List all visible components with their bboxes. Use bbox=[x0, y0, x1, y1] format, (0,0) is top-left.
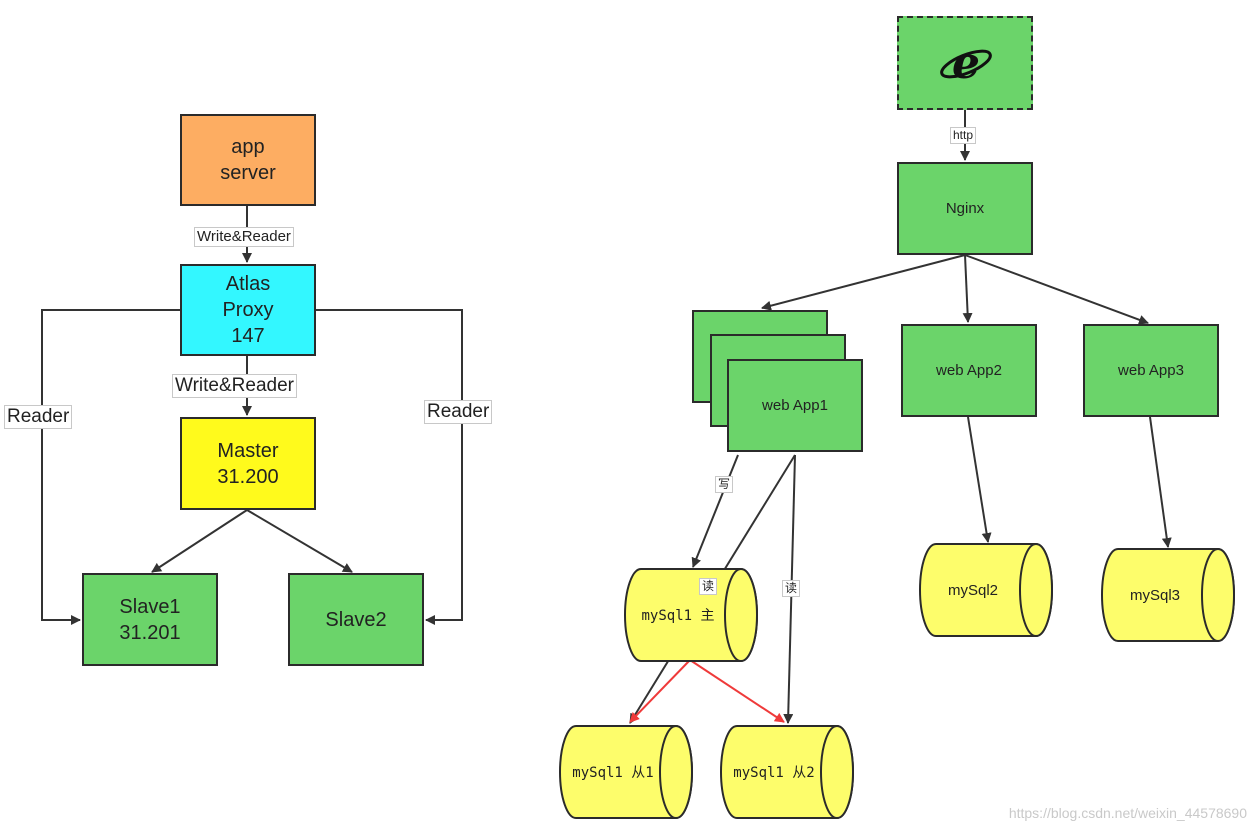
edge-label-reader-right: Reader bbox=[424, 400, 493, 424]
node-webapp3: web App3 bbox=[1083, 324, 1219, 417]
cylinder-label-mysql2: mySql2 bbox=[947, 581, 999, 599]
cylinder-mysql1-slave2 bbox=[720, 725, 854, 819]
edge-label-read-2: 读 bbox=[782, 580, 801, 597]
cylinder-mysql2 bbox=[919, 543, 1053, 637]
cylinder-mysql1-slave1 bbox=[559, 725, 693, 819]
watermark: https://blog.csdn.net/weixin_44578690 bbox=[1008, 805, 1247, 821]
edge-atlas-to-slave2 bbox=[315, 309, 463, 625]
edge-webapp3-to-mysql3 bbox=[1149, 416, 1172, 548]
node-webapp1: web App1 bbox=[727, 359, 863, 452]
cylinder-mysql3 bbox=[1101, 548, 1235, 642]
node-master: Master 31.200 bbox=[180, 417, 316, 510]
cylinder-label-mysql1-master: mySql1 主 bbox=[641, 608, 715, 624]
edge-nginx-to-webapp1 bbox=[761, 254, 966, 311]
edge-label-write-reader-1: Write&Reader bbox=[194, 227, 294, 247]
cylinder-label-mysql1-slave1: mySql1 从1 bbox=[572, 765, 654, 781]
node-slave2: Slave2 bbox=[288, 573, 424, 666]
edge-master-to-slave2 bbox=[246, 509, 353, 573]
edge-label-reader-left: Reader bbox=[4, 405, 73, 429]
edge-nginx-to-webapp3 bbox=[964, 254, 1149, 325]
edge-nginx-to-webapp2 bbox=[962, 254, 973, 323]
node-nginx: Nginx bbox=[897, 162, 1033, 255]
cylinder-mysql1-master bbox=[624, 568, 758, 662]
edge-label-write-reader-2: Write&Reader bbox=[172, 374, 297, 398]
node-slave1: Slave1 31.201 bbox=[82, 573, 218, 666]
node-app-server: app server bbox=[180, 114, 316, 206]
cylinder-label-mysql1-slave2: mySql1 从2 bbox=[733, 765, 815, 781]
edge-webapp1-write-mysql1 bbox=[691, 454, 739, 568]
edge-master-to-slave1 bbox=[151, 509, 248, 573]
edge-label-write: 写 bbox=[715, 476, 734, 493]
edge-webapp2-to-mysql2 bbox=[967, 416, 992, 543]
edge-label-http: http bbox=[950, 127, 977, 144]
edge-replication-slave2 bbox=[689, 659, 785, 723]
svg-text:e: e bbox=[952, 38, 980, 88]
edge-replication-slave1 bbox=[629, 659, 691, 723]
node-webapp2: web App2 bbox=[901, 324, 1037, 417]
ie-browser-icon: e bbox=[940, 38, 992, 88]
node-browser: e bbox=[897, 16, 1033, 110]
edge-atlas-to-slave1 bbox=[41, 309, 180, 625]
node-atlas-proxy: Atlas Proxy 147 bbox=[180, 264, 316, 356]
cylinder-label-mysql3: mySql3 bbox=[1129, 586, 1181, 604]
edge-label-read-1: 读 bbox=[699, 578, 718, 595]
